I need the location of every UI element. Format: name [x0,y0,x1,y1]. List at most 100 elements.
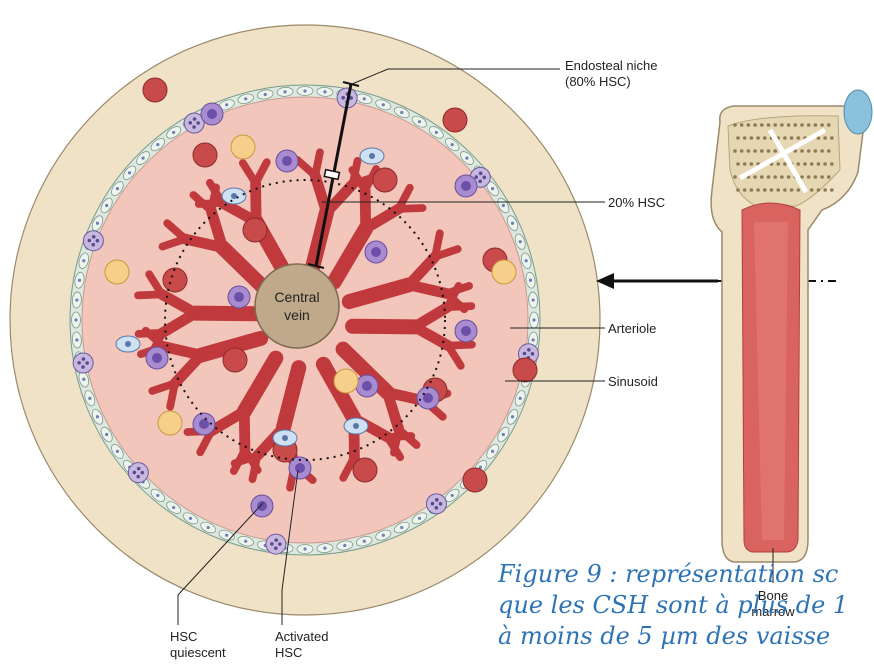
trabecula [773,123,777,127]
figure-caption: Figure 9 : représentation sc que les CSH… [498,559,874,670]
lining-cell-nucleus [491,187,494,190]
hsc-nucleus [461,326,471,336]
lining-cell-nucleus [363,97,366,100]
osteoclast [128,463,148,483]
central-vein-label-2: vein [284,307,310,323]
trabecula [830,136,834,140]
trabecula [797,162,801,166]
lining-cell-nucleus [244,97,247,100]
hsc-quiescent-label-2: quiescent [170,645,226,660]
trabecula [810,162,814,166]
lining-cell-nucleus [116,187,119,190]
hsc-nucleus [461,181,471,191]
lining-cell-nucleus [225,103,228,106]
adipocyte [334,369,358,393]
trabecula [776,162,780,166]
lining-cell-nucleus [172,131,175,134]
osteoclast-nucleus [88,239,92,243]
lining-cell-nucleus [323,547,326,550]
stromal-nucleus [231,193,237,199]
arteriole [373,168,397,192]
lining-cell-nucleus [491,450,494,453]
adipocyte [105,260,129,284]
lining-cell-nucleus [525,259,528,262]
sinusoid-segment [139,333,163,334]
trabecula [783,188,787,192]
lining-cell-nucleus [82,378,85,381]
trabecula [797,188,801,192]
trabecula [807,123,811,127]
osteoclast-nucleus [482,176,486,180]
trabecula [827,149,831,153]
trabecula [820,175,824,179]
trabecula [790,136,794,140]
trabecula [803,162,807,166]
trabecula [743,188,747,192]
hsc-nucleus [282,156,292,166]
trabecula [733,123,737,127]
arteriole [513,358,537,382]
lining-cell-nucleus [189,517,192,520]
trabecula [800,123,804,127]
lining-cell-nucleus [418,517,421,520]
osteoclast-body [128,463,148,483]
osteoclast-nucleus [278,542,282,546]
sinusoid-segment [353,326,415,327]
trabecula [797,136,801,140]
trabecula [820,123,824,127]
osteoclast-nucleus [270,542,274,546]
lining-cell-nucleus [156,143,159,146]
hsc-20-label: 20% HSC [608,195,665,210]
trabecula [823,136,827,140]
trabecula [810,188,814,192]
endosteal-niche-label-1: Endosteal niche [565,58,658,73]
lining-cell-nucleus [382,103,385,106]
trabecula [827,175,831,179]
lining-cell-nucleus [511,222,514,225]
osteoclast [73,353,93,373]
lining-cell-nucleus [105,204,108,207]
osteoclast-nucleus [192,125,196,129]
osteoclast [426,494,446,514]
trabecula [767,149,771,153]
lining-cell-nucleus [502,204,505,207]
trabecula [776,188,780,192]
lining-cell-nucleus [75,338,78,341]
trabecula [763,188,767,192]
trabecula [743,162,747,166]
arteriole [353,458,377,482]
trabecula [760,175,764,179]
osteoclast [266,534,286,554]
osteoclast-nucleus [91,243,95,247]
lining-cell-nucleus [529,279,532,282]
stromal-nucleus [353,423,359,429]
trabecula [800,149,804,153]
osteoclast-nucleus [92,235,96,239]
endosteal-niche-label-2: (80% HSC) [565,74,631,89]
osteoclast-nucleus [479,172,483,176]
osteoclast-nucleus [435,498,439,502]
osteoclast-nucleus [133,471,137,475]
stromal-nucleus [125,341,131,347]
lining-cell-nucleus [128,171,131,174]
osteoclast [83,231,103,251]
marrow-cross-section: Central vein [10,25,600,615]
arteriole [463,468,487,492]
trabecula [743,136,747,140]
trabecula [760,149,764,153]
trabecula [747,123,751,127]
trabecula [767,123,771,127]
trabecula [814,149,818,153]
lining-cell-nucleus [105,433,108,436]
lining-cell-nucleus [451,143,454,146]
adipocyte [492,260,516,284]
central-vein-label-1: Central [274,289,319,305]
stromal-nucleus [369,153,375,159]
osteoclast-nucleus [77,361,81,365]
trabecula [753,175,757,179]
trabecula [770,188,774,192]
osteoclast-nucleus [435,506,439,510]
osteoclast-nucleus [341,96,345,100]
hsc-nucleus [199,419,209,429]
lining-cell-nucleus [465,156,468,159]
